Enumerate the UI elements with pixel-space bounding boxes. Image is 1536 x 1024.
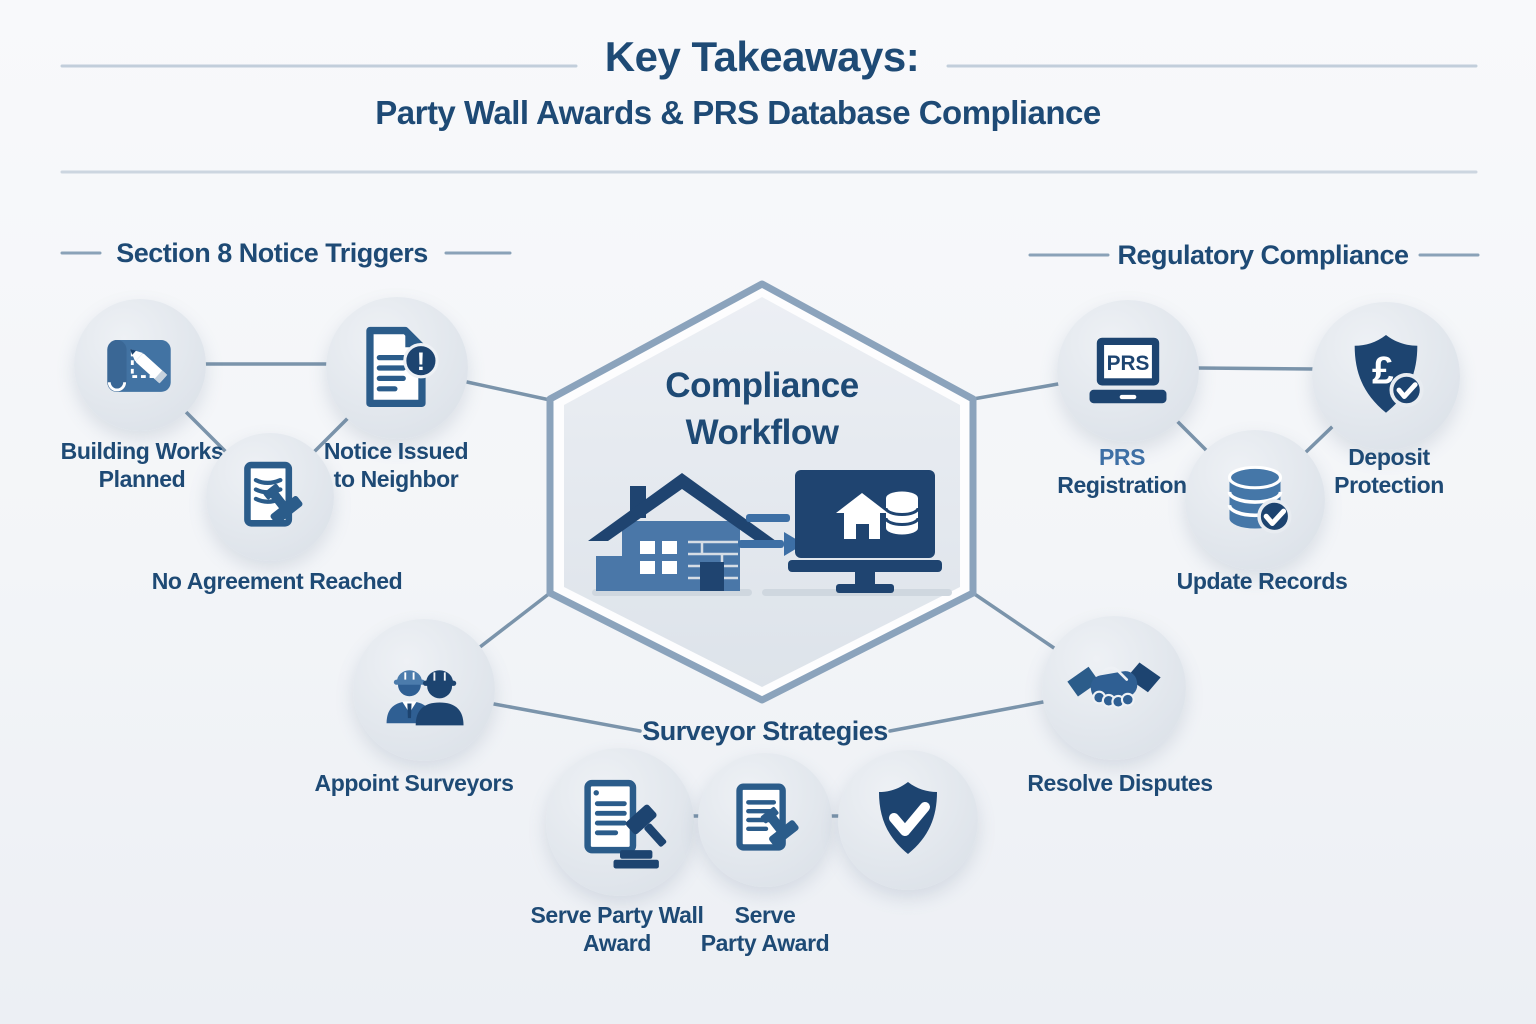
section-heading-regulatory-compliance: Regulatory Compliance: [1117, 240, 1409, 270]
label-serve-party-wall-line1: Serve Party Wall: [530, 902, 704, 928]
label-building-works-line2: Planned: [98, 465, 186, 492]
label-serve-party-award: Serve Party Award: [701, 902, 830, 957]
label-appoint-surveyors: Appoint Surveyors: [315, 770, 514, 798]
connector-lines: [184, 362, 1334, 818]
label-serve-party-wall-line2: Award: [583, 929, 651, 956]
page-title: Key Takeaways:: [604, 33, 920, 80]
label-deposit-protection-line2: Protection: [1334, 471, 1444, 498]
label-update-records: Update Records: [1177, 568, 1348, 596]
label-resolve-disputes: Resolve Disputes: [1027, 770, 1213, 798]
label-serve-party-wall: Serve Party Wall Award: [530, 902, 703, 957]
blueprint-pencil-icon: [107, 340, 171, 392]
node-prs-registration-circle: PRS: [1057, 300, 1199, 442]
node-no-agreement-circle: [206, 433, 334, 561]
arrow-icon: [738, 514, 804, 556]
label-serve-party-award-line2: Party Award: [700, 929, 830, 956]
pound-shield-icon: £: [1354, 334, 1424, 413]
node-notice-issued-circle: !: [326, 297, 468, 439]
label-building-works-line1: Building Works: [60, 438, 224, 464]
node-compliance-shield-circle: [838, 750, 978, 890]
label-notice-issued-line1: Notice Issued: [323, 438, 469, 464]
header-rules: [60, 64, 1478, 174]
node-appoint-surveyors-circle: [353, 619, 495, 761]
section-heading-surveyor-strategies: Surveyor Strategies: [642, 716, 888, 746]
hexagon-title-line1: Compliance: [665, 366, 859, 405]
surveyor-right: [415, 670, 464, 726]
hexagon-title-line2: Workflow: [685, 412, 839, 452]
label-no-agreement: No Agreement Reached: [152, 568, 403, 596]
label-building-works: Building Works Planned: [61, 438, 224, 493]
notice-document-icon: !: [366, 326, 439, 407]
monitor-database-icon: [762, 470, 952, 596]
stamp-document-icon: [244, 461, 303, 527]
laptop-screen-text: PRS: [1107, 352, 1150, 375]
label-appoint-surveyors-line1: Appoint Surveyors: [314, 770, 514, 796]
stamp-document-icon: [736, 783, 799, 851]
handshake-icon: [1067, 662, 1161, 709]
gavel-document-icon: [584, 779, 667, 869]
label-no-agreement-line1: No Agreement Reached: [151, 568, 403, 594]
page-subtitle: Party Wall Awards & PRS Database Complia…: [375, 94, 1101, 131]
database-check-icon: [1227, 465, 1292, 534]
node-update-records-circle: [1185, 430, 1325, 570]
label-notice-issued-line2: to Neighbor: [333, 465, 459, 492]
label-notice-issued: Notice Issued to Neighbor: [323, 438, 469, 493]
node-serve-party-wall-circle: [546, 748, 694, 896]
node-building-works-circle: [74, 299, 206, 431]
label-prs-registration-line1: PRS: [1098, 444, 1146, 470]
exclamation-glyph: !: [417, 348, 425, 376]
label-prs-registration: PRS Registration: [1057, 444, 1187, 499]
section-heading-dashes: [60, 251, 1480, 257]
pound-glyph: £: [1372, 350, 1394, 393]
node-serve-party-award-circle: [698, 753, 832, 887]
label-resolve-disputes-line1: Resolve Disputes: [1027, 770, 1213, 796]
section-heading-notice-triggers: Section 8 Notice Triggers: [116, 238, 428, 268]
label-prs-registration-line2: Registration: [1057, 471, 1187, 498]
label-serve-party-award-line1: Serve: [734, 902, 796, 928]
label-deposit-protection: Deposit Protection: [1334, 444, 1444, 499]
prs-laptop-icon: PRS: [1089, 337, 1167, 404]
label-update-records-line1: Update Records: [1176, 568, 1348, 594]
hexagon-title: Compliance Workflow: [665, 363, 859, 456]
house-icon: [588, 473, 776, 596]
node-deposit-protection-circle: £: [1312, 302, 1460, 450]
surveyors-icon: [386, 670, 464, 726]
label-deposit-protection-line1: Deposit: [1348, 444, 1430, 470]
check-shield-icon: [879, 782, 937, 854]
node-resolve-disputes-circle: [1042, 616, 1186, 760]
